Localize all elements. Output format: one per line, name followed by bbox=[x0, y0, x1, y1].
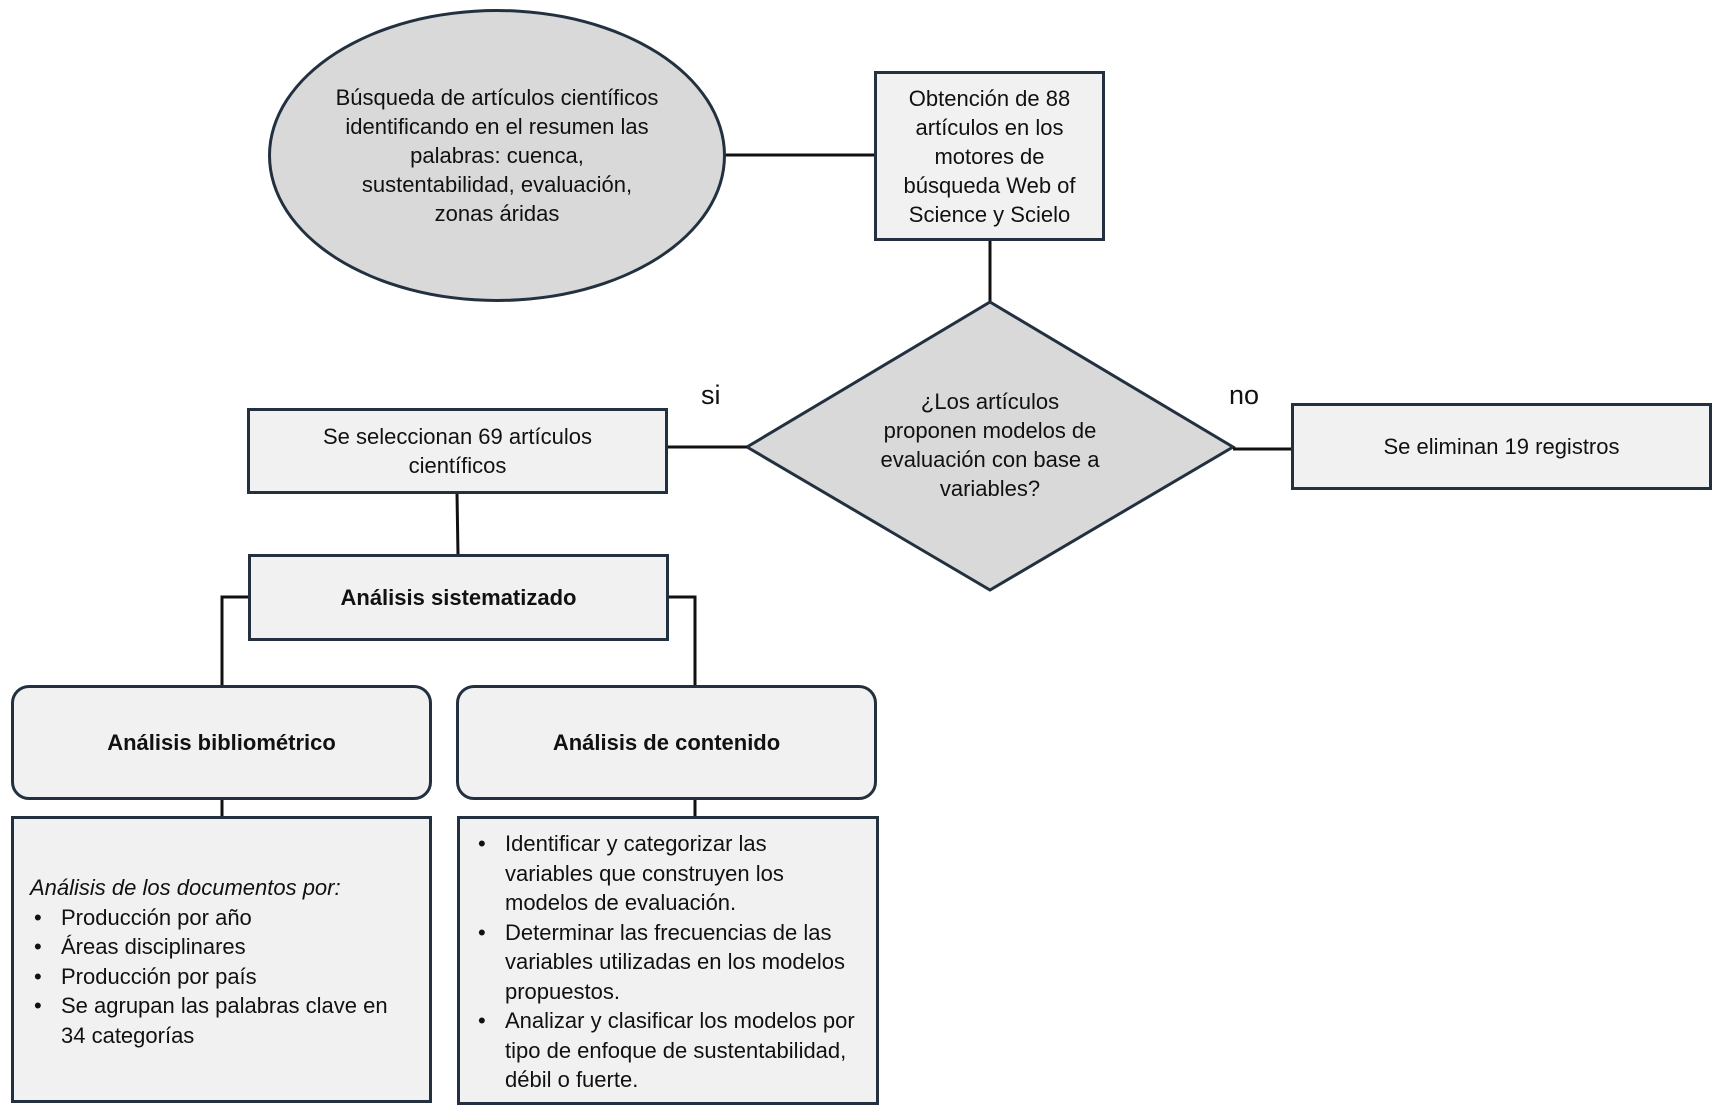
decision-diamond bbox=[744, 300, 1236, 592]
eliminated-box: Se eliminan 19 registros bbox=[1291, 403, 1712, 490]
systematized-box: Análisis sistematizado bbox=[248, 554, 669, 641]
bibliometric-details-intro: Análisis de los documentos por: bbox=[30, 875, 341, 900]
decision-text: ¿Los artículos proponen modelos de evalu… bbox=[880, 389, 1100, 501]
yes-label: si bbox=[701, 380, 721, 410]
bibliometric-box: Análisis bibliométrico bbox=[11, 685, 432, 800]
list-item: Producción por país bbox=[30, 962, 415, 992]
eliminated-text: Se eliminan 19 registros bbox=[1383, 434, 1620, 459]
list-item: Producción por año bbox=[30, 903, 415, 933]
systematized-text: Análisis sistematizado bbox=[340, 585, 577, 610]
connector-systematized-content bbox=[667, 595, 697, 687]
no-label: no bbox=[1229, 380, 1260, 410]
bibliometric-details-list: Producción por año Áreas disciplinares P… bbox=[30, 903, 415, 1051]
obtained-box: Obtención de 88 artículos en los motores… bbox=[874, 71, 1105, 241]
list-item: Identificar y categorizar las variables … bbox=[474, 829, 860, 918]
bibliometric-details-box: Análisis de los documentos por: Producci… bbox=[11, 816, 432, 1103]
search-text: Búsqueda de artículos científicos identi… bbox=[335, 85, 659, 226]
list-item: Áreas disciplinares bbox=[30, 932, 415, 962]
selected-text: Se seleccionan 69 artículos científicos bbox=[322, 424, 593, 478]
content-details-box: Identificar y categorizar las variables … bbox=[457, 816, 879, 1105]
selected-box: Se seleccionan 69 artículos científicos bbox=[247, 408, 668, 494]
search-ellipse: Búsqueda de artículos científicos identi… bbox=[268, 9, 726, 302]
list-item: Se agrupan las palabras clave en 34 cate… bbox=[30, 991, 415, 1050]
content-text: Análisis de contenido bbox=[552, 730, 781, 755]
content-box: Análisis de contenido bbox=[456, 685, 877, 800]
list-item: Analizar y clasificar los modelos por ti… bbox=[474, 1006, 860, 1095]
obtained-text: Obtención de 88 artículos en los motores… bbox=[903, 85, 1076, 227]
connector-selected-systematized bbox=[455, 492, 460, 556]
bibliometric-text: Análisis bibliométrico bbox=[107, 730, 336, 755]
list-item: Determinar las frecuencias de las variab… bbox=[474, 918, 860, 1007]
content-details-list: Identificar y categorizar las variables … bbox=[474, 829, 860, 1095]
connector-systematized-bibliometric bbox=[220, 595, 249, 687]
